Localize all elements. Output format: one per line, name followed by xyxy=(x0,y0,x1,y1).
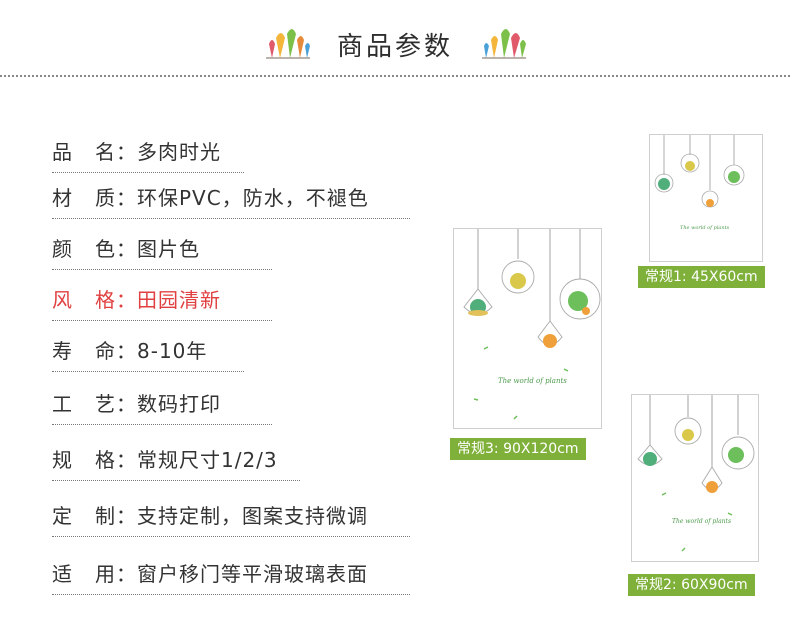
spec-row-usage: 适用：窗户移门等平滑玻璃表面 xyxy=(52,560,412,604)
spec-label: 格： xyxy=(95,448,137,472)
spec-label: 用： xyxy=(95,562,137,586)
spec-row-custom: 定制：支持定制，图案支持微调 xyxy=(52,502,412,546)
spec-value: 田园清新 xyxy=(137,288,221,312)
product-image-small: The world of plants xyxy=(649,134,763,262)
hanging-terrarium-illustration: The world of plants xyxy=(463,229,601,420)
spec-value: 窗户移门等平滑玻璃表面 xyxy=(137,562,368,586)
spec-row-color: 颜色：图片色 xyxy=(52,235,412,279)
spec-label: 工 xyxy=(52,392,73,416)
trees-decoration-icon xyxy=(266,29,310,59)
spec-label: 色： xyxy=(95,237,137,261)
section-header: 商品参数 xyxy=(0,0,790,80)
spec-label: 颜 xyxy=(52,237,73,261)
header-divider xyxy=(0,75,790,77)
trees-decoration-icon xyxy=(482,29,526,59)
spec-label: 风 xyxy=(52,288,73,312)
spec-value: 常规尺寸1/2/3 xyxy=(137,448,278,472)
spec-label: 命： xyxy=(95,339,137,363)
spec-row-lifespan: 寿命：8-10年 xyxy=(52,337,412,381)
spec-label: 定 xyxy=(52,504,73,528)
spec-value: 支持定制，图案支持微调 xyxy=(137,504,368,528)
spec-row-name: 品名：多肉时光 xyxy=(52,138,412,182)
spec-label: 适 xyxy=(52,562,73,586)
spec-label: 名： xyxy=(95,140,137,164)
spec-value: 数码打印 xyxy=(137,392,221,416)
spec-value: 图片色 xyxy=(137,237,200,261)
size-tag-3: 常规3: 90X120cm xyxy=(450,438,586,460)
spec-row-style: 风格：田园清新 xyxy=(52,286,412,330)
page-title: 商品参数 xyxy=(336,32,453,62)
art-caption: The world of plants xyxy=(680,225,730,231)
hanging-terrarium-illustration: The world of plants xyxy=(654,135,745,231)
spec-row-size: 规格：常规尺寸1/2/3 xyxy=(52,446,412,490)
spec-value: 多肉时光 xyxy=(137,140,221,164)
size-tag-2: 常规2: 60X90cm xyxy=(628,574,755,596)
hanging-terrarium-illustration: The world of plants xyxy=(637,395,755,552)
product-image-medium: The world of plants xyxy=(631,394,759,562)
spec-row-material: 材质：环保PVC，防水，不褪色 xyxy=(52,184,412,228)
spec-row-craft: 工艺：数码打印 xyxy=(52,390,412,434)
spec-label: 格： xyxy=(95,288,137,312)
spec-label: 质： xyxy=(95,186,137,210)
spec-label: 材 xyxy=(52,186,73,210)
spec-label: 艺： xyxy=(95,392,137,416)
spec-label: 规 xyxy=(52,448,73,472)
spec-label: 寿 xyxy=(52,339,73,363)
size-tag-1: 常规1: 45X60cm xyxy=(638,266,765,288)
art-caption: The world of plants xyxy=(498,377,567,385)
product-image-large: The world of plants xyxy=(453,228,602,429)
spec-value: 环保PVC，防水，不褪色 xyxy=(137,186,369,210)
spec-value: 8-10年 xyxy=(137,339,208,363)
spec-label: 制： xyxy=(95,504,137,528)
spec-label: 品 xyxy=(52,140,73,164)
art-caption: The world of plants xyxy=(672,518,731,525)
